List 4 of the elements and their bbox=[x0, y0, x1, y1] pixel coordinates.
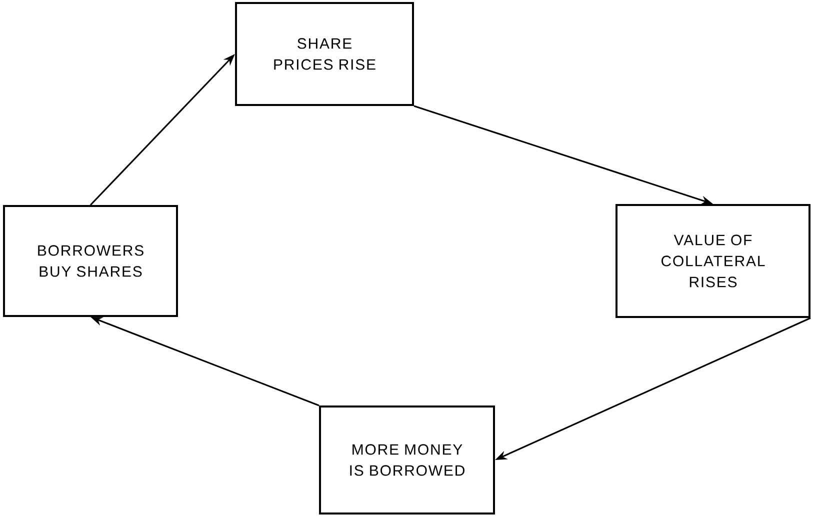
process-box: BORROWERS BUY SHARES bbox=[3, 205, 178, 317]
process-box: SHARE PRICES RISE bbox=[235, 2, 414, 106]
process-box: VALUE OF COLLATERAL RISES bbox=[616, 204, 810, 318]
process-box: MORE MONEY IS BORROWED bbox=[319, 406, 495, 514]
